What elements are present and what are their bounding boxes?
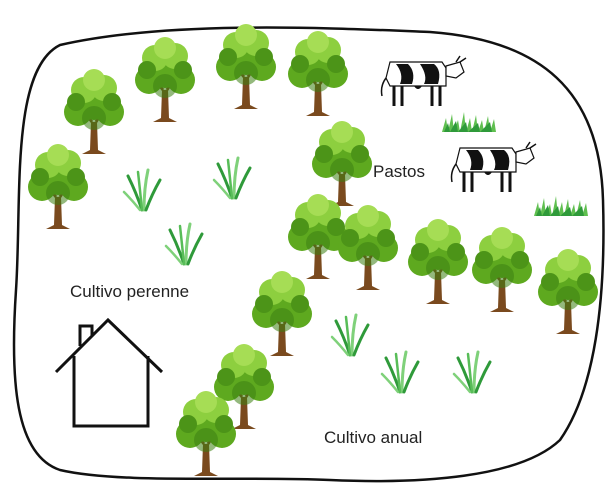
tree-icon [64,69,124,154]
pasture-tree-row [338,205,598,334]
cow-icon [382,56,467,106]
tree-icon [28,144,88,229]
tree-icon [472,227,532,312]
grass-tuft-icon [124,170,160,210]
grass-tuft-icon [332,315,368,355]
tree-icon [338,205,398,290]
grass-tuft-icon [454,352,490,392]
tree-icon [538,249,598,334]
divider-tree-row [176,121,372,476]
tree-icon [312,121,372,206]
tree-icon [252,271,312,356]
cow-icon [452,142,537,192]
grass-strip-icon [534,196,588,216]
grass-tuft-icon [214,158,250,198]
perennial-tree-row [28,24,348,229]
label-annual-crop: Cultivo anual [324,428,422,447]
grass-strip-icon [442,112,496,132]
label-pastures: Pastos [373,162,425,181]
grass-tuft-icon [166,224,202,264]
tree-icon [216,24,276,109]
annual-grass [332,315,490,392]
grass-tuft-icon [382,352,418,392]
tree-icon [288,194,348,279]
perennial-grass [124,158,250,264]
tree-icon [288,31,348,116]
house-icon [56,320,162,426]
tree-icon [135,37,195,122]
label-perennial-crop: Cultivo perenne [70,282,189,301]
tree-icon [408,219,468,304]
tree-icon [176,391,236,476]
